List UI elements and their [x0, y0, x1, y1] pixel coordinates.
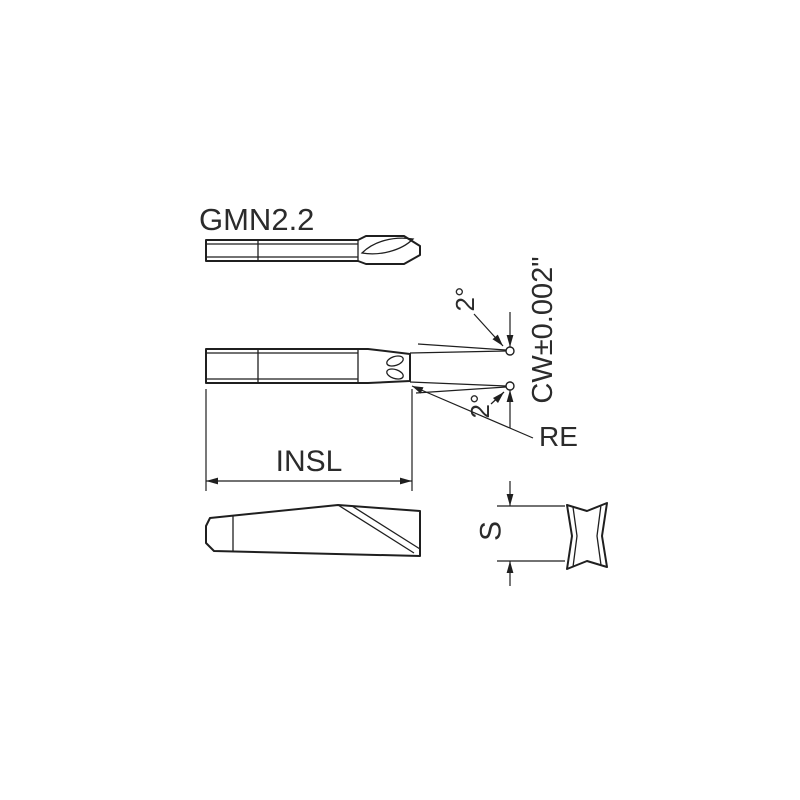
angle-bottom-label: 2°	[465, 394, 495, 419]
side-view-facet-line-1	[337, 504, 415, 554]
angle-top-taper-line	[417, 343, 507, 351]
front-view-corner-dimple-top	[386, 355, 404, 367]
insl-dimension-label: INSL	[276, 445, 343, 478]
angle-top-leader-arrow	[492, 334, 503, 346]
s-dimension: S	[475, 481, 565, 586]
cross-section-inner-left	[572, 506, 578, 568]
re-leader-line	[411, 385, 534, 439]
taper-angle-bottom-dimension: 2°	[409, 381, 515, 428]
front-view-outline	[205, 348, 411, 384]
insl-arrow-left	[206, 477, 218, 485]
re-dimension: RE	[411, 385, 578, 452]
insert-cross-section-view	[566, 502, 608, 570]
s-dimension-label: S	[475, 521, 508, 541]
angle-bottom-vertex-mark	[505, 381, 515, 391]
angle-bottom-leader-arrow	[493, 392, 504, 403]
cw-arrow-bottom	[506, 390, 514, 402]
taper-angle-top-dimension: 2°	[409, 287, 515, 356]
top-view-chipbreaker-curve	[360, 237, 415, 255]
front-view-corner-dimple-bottom	[386, 368, 404, 380]
cross-section-inner-right	[596, 504, 602, 566]
cw-dimension-label: CW±0.002"	[527, 256, 559, 403]
side-view-outline	[205, 504, 421, 557]
insl-arrow-right	[400, 477, 412, 485]
cw-arrow-top	[506, 335, 514, 347]
cross-section-outline	[566, 502, 608, 570]
s-arrow-bottom	[506, 561, 514, 573]
angle-bottom-reference-line	[409, 381, 507, 387]
insert-front-view	[205, 348, 411, 384]
angle-bottom-taper-line	[415, 386, 507, 394]
re-leader-arrow	[412, 386, 424, 394]
re-dimension-label: RE	[539, 421, 578, 452]
angle-top-label: 2°	[450, 287, 480, 312]
angle-top-reference-line	[409, 350, 507, 354]
insert-side-view	[205, 504, 421, 557]
side-view-facet-line-2	[351, 505, 421, 550]
insl-dimension: INSL	[205, 389, 413, 491]
model-label: GMN2.2	[199, 202, 314, 237]
angle-top-vertex-mark	[505, 346, 515, 356]
insert-top-view	[205, 235, 421, 265]
s-arrow-top	[506, 494, 514, 506]
